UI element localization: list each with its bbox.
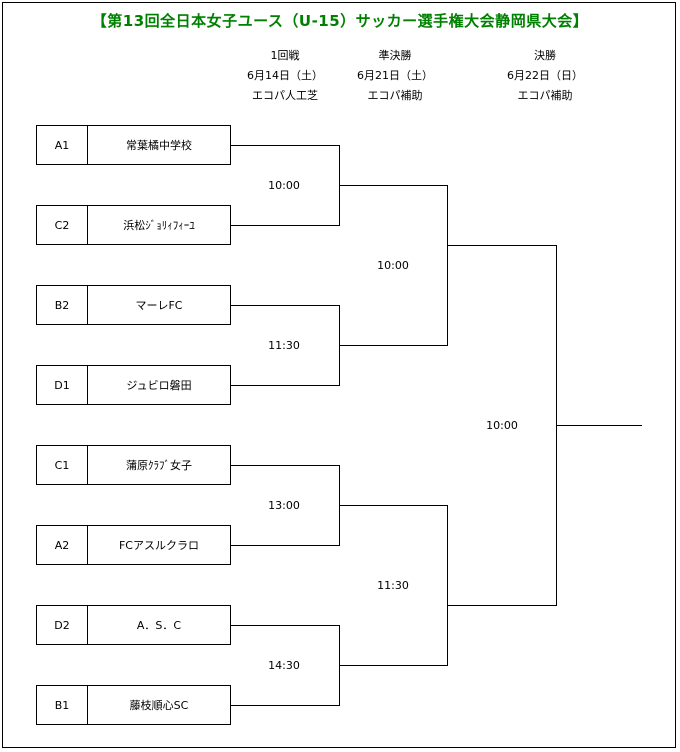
round-header-final: 決勝 6月22日（日） エコパ補助 xyxy=(485,46,605,106)
round-venue: エコパ人工芝 xyxy=(252,89,318,102)
round-header-semifinal: 準決勝 6月21日（土） エコパ補助 xyxy=(335,46,455,106)
round-date: 6月22日（日） xyxy=(507,69,583,82)
bracket-line-sf-2 xyxy=(339,505,448,666)
round-name: 決勝 xyxy=(534,49,556,62)
match-time-sf-2: 11:30 xyxy=(377,579,409,592)
round-name: 1回戦 xyxy=(270,49,300,62)
team-cell: 浜松ｼﾞｮﾘｨﾌｨｰﾕ xyxy=(87,205,231,245)
team-cell: 藤枝順心SC xyxy=(87,685,231,725)
match-time-final: 10:00 xyxy=(486,419,518,432)
team-cell: マーレFC xyxy=(87,285,231,325)
team-cell: FCアスルクラロ xyxy=(87,525,231,565)
bracket-line-sf-1 xyxy=(339,185,448,346)
round-name: 準決勝 xyxy=(378,49,412,62)
match-time-r1-4: 14:30 xyxy=(268,659,300,672)
match-time-sf-1: 10:00 xyxy=(377,259,409,272)
team-cell: ジュビロ磐田 xyxy=(87,365,231,405)
round-venue: エコパ補助 xyxy=(367,89,423,102)
round-venue: エコパ補助 xyxy=(517,89,573,102)
team-cell: 蒲原ｸﾗﾌﾞ女子 xyxy=(87,445,231,485)
match-time-r1-1: 10:00 xyxy=(268,179,300,192)
round-date: 6月21日（土） xyxy=(357,69,433,82)
match-time-r1-3: 13:00 xyxy=(268,499,300,512)
match-time-r1-2: 11:30 xyxy=(268,339,300,352)
team-cell: 常葉橘中学校 xyxy=(87,125,231,165)
team-cell: A．S．C xyxy=(87,605,231,645)
round-date: 6月14日（土） xyxy=(247,69,323,82)
round-header-r1: 1回戦 6月14日（土） エコパ人工芝 xyxy=(225,46,345,106)
page-title: 【第13回全日本女子ユース（U-15）サッカー選手権大会静岡県大会】 xyxy=(91,12,589,30)
